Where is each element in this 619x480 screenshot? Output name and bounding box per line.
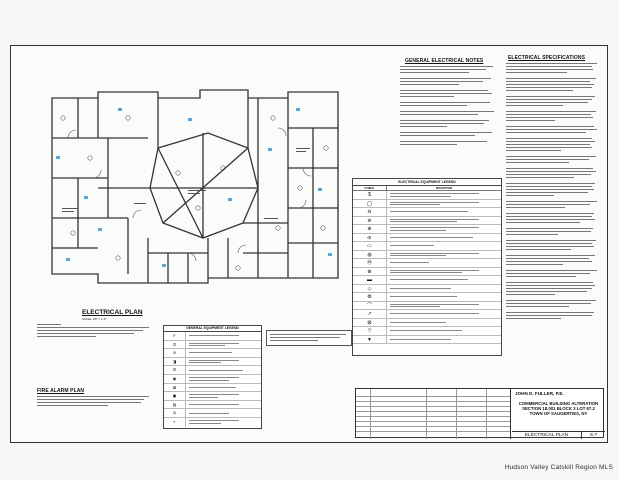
fire-alarm-heading: FIRE ALARM PLAN [37,388,85,394]
revision-grid [356,389,511,439]
emergency-light-icon: ◉ [164,374,186,383]
pull-station-icon: ⊟ [164,366,186,374]
duplex-receptacle-icon: ⊖ [353,208,387,216]
mls-watermark: Hudson Valley Catskill Region MLS [504,464,613,471]
legend-row: ↗ [353,310,501,319]
legend-row: ⊘ [164,349,261,358]
legend-row: $ [353,191,501,200]
legend-row: ◎ [164,409,261,418]
sheet-number: S-7 [581,432,605,439]
fire-alarm-icon: F [164,332,186,340]
legend-row: ◉ [164,374,261,384]
legend-row: ▼ [353,335,501,344]
control-panel-icon: ▤ [164,400,186,409]
panel-symbol-icon: ▭ [353,242,387,250]
legend-row: ▭ [353,242,501,251]
electrical-equipment-legend: ELECTRICAL EQUIPMENT LEGEND SYMBOL DESCR… [352,178,502,356]
general-notes-body [400,66,498,174]
speaker-icon: ◐ [164,417,186,427]
sheet-id-row: ELECTRICAL PLAN S-7 [512,431,605,439]
legend-row: ⦾ [353,293,501,302]
co-detector-icon: ◎ [164,409,186,417]
legend-row: F [164,332,261,341]
motor-symbol-icon: Ⓜ [353,259,387,267]
symbol-column-header: SYMBOL [353,186,387,190]
title-block: JOHN D. FULLER, P.E. COMMERCIAL BUILDING… [355,388,605,439]
legend-row: ▤ [164,400,261,410]
project-line-1: COMMERCIAL BUILDING ALTERATION [518,401,599,406]
fixture-symbol-icon: ◯ [353,199,387,207]
description-column-header: DESCRIPTION [435,187,453,190]
quad-receptacle-icon: ⊕ [353,225,387,233]
project-line-3: TOWN OF SAUGERTIES, NY [529,411,588,416]
legend-row: ⊠ [164,383,261,393]
legend-row: ▽ [353,327,501,336]
floor-plan-drawing [51,89,339,284]
legend-row: ◯ [353,199,501,208]
horn-strobe-icon: ◨ [164,357,186,366]
project-title: COMMERCIAL BUILDING ALTERATION SECTION 1… [512,401,605,416]
project-line-2: SECTION 18.001 BLOCK 3 LOT 67.2 [522,406,595,411]
legend-row: ⊕ [353,225,501,234]
legend-row: ▬ [353,276,501,285]
general-equipment-legend: F ⊡ ⊘ ◨ ⊟ ◉ ⊠ ▣ ▤ ◎ ◐ [163,325,262,429]
fluorescent-fixture-icon: ▬ [353,276,387,284]
project-info: JOHN D. FULLER, P.E. COMMERCIAL BUILDING… [512,389,605,439]
electrical-legend-title: ELECTRICAL EQUIPMENT LEGEND [353,179,501,186]
legend-row: ⊠ [353,318,501,327]
telephone-outlet-icon: ▼ [353,335,387,343]
annunciator-icon: ▣ [164,392,186,400]
electrical-legend-header: SYMBOL DESCRIPTION [353,186,501,191]
exit-light-icon: ⊗ [353,267,387,275]
smoke-detector-icon: ⦾ [353,293,387,301]
legend-row: ⊟ [164,366,261,375]
disconnect-icon: ⊠ [353,318,387,326]
legend-row: ⊖ [353,208,501,217]
legend-note-box [266,330,352,346]
legend-row: ⊗ [353,267,501,276]
firm-name: JOHN D. FULLER, P.E. [515,391,564,396]
general-notes-heading: GENERAL ELECTRICAL NOTES [405,58,484,64]
legend-row: ⊜ [353,216,501,225]
switch-symbol-icon: $ [353,191,387,199]
legend-row: ◍ [353,250,501,259]
remote-head-icon: ⊡ [164,340,186,349]
legend-row: ◐ [164,417,261,427]
legend-row: ⌒ [353,301,501,310]
fire-alarm-body [37,396,155,412]
double-receptacle-icon: ⦶ [353,233,387,241]
legend-row: Ⓜ [353,259,501,268]
exit-sign-icon: ⊠ [164,383,186,392]
legend-row: ◨ [164,357,261,367]
equipment-legend-header [164,326,261,332]
specs-heading: ELECTRICAL SPECIFICATIONS [508,55,586,61]
gfi-receptacle-icon: ⊜ [353,216,387,224]
circuit-run-icon: ⌒ [353,301,387,309]
plan-scale: SCALE: 1/8" = 1'-0" [82,317,107,321]
plan-note-box [37,324,155,342]
legend-row: ◇ [353,284,501,293]
emergency-fixture-icon: ◇ [353,284,387,292]
plan-title: ELECTRICAL PLAN [82,309,143,316]
legend-row: ⊡ [164,340,261,350]
heat-detector-icon: ⊘ [164,349,186,357]
junction-box-icon: ◍ [353,250,387,258]
specs-body [506,63,601,385]
equipment-legend-title: GENERAL EQUIPMENT LEGEND [186,326,239,330]
home-run-icon: ↗ [353,310,387,318]
data-outlet-icon: ▽ [353,327,387,335]
legend-row: ▣ [164,392,261,401]
sheet-title: ELECTRICAL PLAN [524,433,569,438]
legend-row: ⦶ [353,233,501,242]
